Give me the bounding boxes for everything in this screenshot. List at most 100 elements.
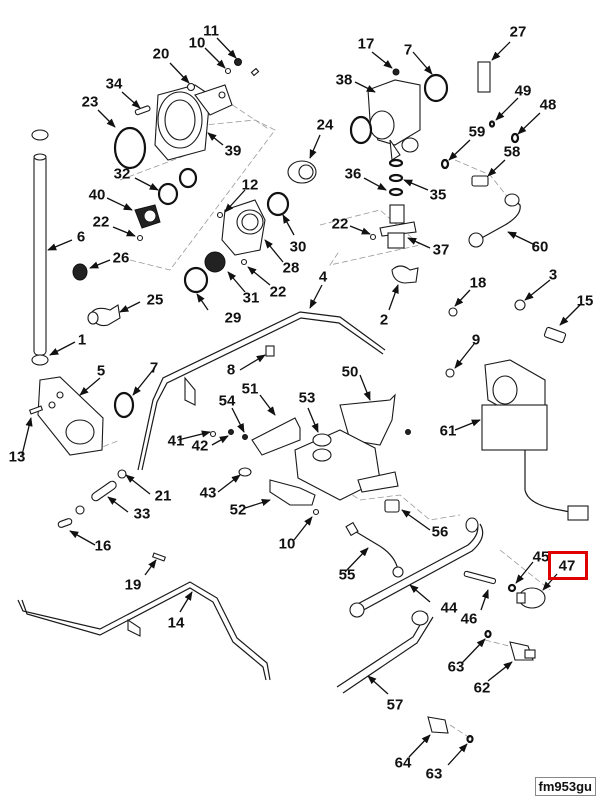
- part-49-o-ring[interactable]: [488, 120, 496, 128]
- part-47-sensor[interactable]: [516, 587, 546, 609]
- callout-59[interactable]: 59: [468, 123, 486, 141]
- callout-57[interactable]: 57: [386, 696, 404, 714]
- part-44-hose[interactable]: [349, 517, 484, 618]
- part-46-harness[interactable]: [463, 570, 497, 585]
- part-52-bracket[interactable]: [269, 479, 316, 506]
- part-17-nut[interactable]: [392, 68, 400, 76]
- callout-4[interactable]: 4: [318, 268, 328, 286]
- part-51-bracket[interactable]: [251, 417, 301, 456]
- part-9-bushing[interactable]: [445, 368, 455, 378]
- part-20-nut[interactable]: [186, 82, 196, 92]
- callout-34[interactable]: 34: [105, 75, 123, 93]
- part-1-hose-clamp[interactable]: [31, 129, 49, 366]
- part-o-ring-side[interactable]: [349, 115, 373, 145]
- callout-32[interactable]: 32: [113, 165, 131, 183]
- callout-42[interactable]: 42: [191, 437, 209, 455]
- callout-8[interactable]: 8: [226, 361, 236, 379]
- callout-50[interactable]: 50: [341, 363, 359, 381]
- part-27-fitting[interactable]: [477, 61, 491, 93]
- callout-20[interactable]: 20: [152, 45, 170, 63]
- callout-30[interactable]: 30: [289, 238, 307, 256]
- part-40-flange[interactable]: [134, 204, 161, 229]
- part-3-fitting[interactable]: [514, 299, 526, 311]
- callout-22b[interactable]: 22: [269, 283, 287, 301]
- callout-41[interactable]: 41: [167, 432, 185, 450]
- part-12-screw[interactable]: [216, 211, 224, 219]
- callout-25[interactable]: 25: [146, 291, 164, 309]
- callout-18[interactable]: 18: [469, 274, 487, 292]
- callout-48[interactable]: 48: [539, 96, 557, 114]
- callout-6[interactable]: 6: [76, 228, 86, 246]
- part-22-bolt[interactable]: [136, 234, 144, 242]
- callout-29[interactable]: 29: [224, 309, 242, 327]
- part-14-tube[interactable]: [17, 581, 271, 681]
- part-39-housing[interactable]: [154, 84, 233, 161]
- part-41-screw[interactable]: [209, 430, 217, 438]
- part-62-sensor[interactable]: [509, 641, 536, 661]
- part-33-sleeve[interactable]: [90, 480, 118, 503]
- callout-38[interactable]: 38: [335, 71, 353, 89]
- callout-62[interactable]: 62: [473, 679, 491, 697]
- callout-14[interactable]: 14: [167, 614, 185, 632]
- part-60-hose[interactable]: [468, 193, 521, 248]
- callout-1[interactable]: 1: [77, 331, 87, 349]
- part-32-o-ring[interactable]: [157, 182, 179, 206]
- callout-13[interactable]: 13: [8, 448, 26, 466]
- part-57-hose[interactable]: [336, 610, 434, 694]
- callout-26[interactable]: 26: [112, 249, 130, 267]
- part-35-o-ring-b[interactable]: [388, 173, 404, 183]
- part-28-housing[interactable]: [221, 199, 266, 256]
- part-30-o-ring[interactable]: [266, 191, 290, 217]
- part-23-o-ring[interactable]: [113, 126, 147, 170]
- part-37-valve[interactable]: [379, 204, 417, 249]
- part-16-fitting[interactable]: [57, 518, 73, 528]
- callout-55[interactable]: 55: [338, 566, 356, 584]
- part-6-tube[interactable]: [33, 153, 47, 356]
- part-43-fitting[interactable]: [238, 467, 252, 477]
- part-55-hose[interactable]: [345, 521, 404, 578]
- part-18-bolt[interactable]: [448, 307, 458, 317]
- callout-49[interactable]: 49: [514, 82, 532, 100]
- part-63-o-ring-a[interactable]: [484, 629, 492, 639]
- callout-9[interactable]: 9: [471, 331, 481, 349]
- callout-7[interactable]: 7: [403, 41, 413, 59]
- part-59-o-ring[interactable]: [440, 158, 450, 170]
- part-58-adapter[interactable]: [471, 175, 489, 187]
- part-22b-bolt[interactable]: [240, 258, 248, 266]
- callout-36[interactable]: 36: [344, 165, 362, 183]
- part-21-nut[interactable]: [117, 469, 127, 479]
- callout-31[interactable]: 31: [242, 289, 260, 307]
- callout-33[interactable]: 33: [133, 505, 151, 523]
- part-26-plug[interactable]: [72, 263, 88, 281]
- part-53-valve-block[interactable]: [294, 429, 399, 501]
- part-10b-washer[interactable]: [312, 508, 320, 516]
- part-11-fitting[interactable]: [234, 58, 242, 66]
- callout-23[interactable]: 23: [81, 93, 99, 111]
- callout-45[interactable]: 45: [532, 548, 550, 566]
- part-42-nut[interactable]: [228, 429, 234, 435]
- part-22c-bolt[interactable]: [369, 233, 377, 241]
- callout-5[interactable]: 5: [96, 362, 106, 380]
- part-38-housing[interactable]: [367, 79, 421, 161]
- callout-7b[interactable]: 7: [149, 359, 159, 377]
- callout-17[interactable]: 17: [357, 35, 375, 53]
- part-13-bolt[interactable]: [28, 405, 44, 415]
- part-screw[interactable]: [405, 429, 411, 435]
- callout-22[interactable]: 22: [92, 213, 110, 231]
- callout-56[interactable]: 56: [431, 523, 449, 541]
- part-31-filter[interactable]: [204, 251, 226, 273]
- callout-61[interactable]: 61: [439, 422, 457, 440]
- callout-54[interactable]: 54: [218, 392, 236, 410]
- part-7b-o-ring[interactable]: [113, 391, 135, 419]
- callout-52[interactable]: 52: [229, 501, 247, 519]
- part-36-o-ring[interactable]: [388, 187, 404, 197]
- part-63-o-ring-b[interactable]: [466, 734, 474, 744]
- part-19-pin[interactable]: [151, 552, 167, 562]
- callout-12[interactable]: 12: [241, 176, 259, 194]
- part-48-o-ring[interactable]: [510, 132, 520, 144]
- part-25-elbow[interactable]: [87, 304, 121, 327]
- callout-22c[interactable]: 22: [331, 215, 349, 233]
- callout-10b[interactable]: 10: [278, 535, 296, 553]
- part-8-clip[interactable]: [265, 345, 275, 357]
- callout-35[interactable]: 35: [429, 186, 447, 204]
